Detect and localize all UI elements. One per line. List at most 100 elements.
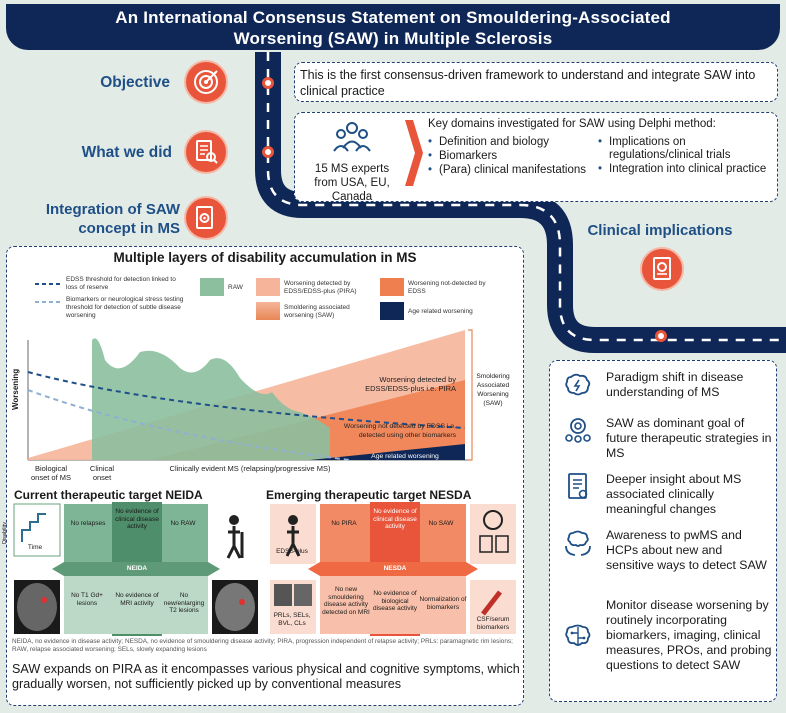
legend-swatch-saw	[256, 302, 280, 320]
biomarker-threshold-line	[27, 389, 351, 461]
header-banner: An International Consensus Statement on …	[6, 4, 780, 50]
neida-time-label: Time	[27, 544, 43, 551]
nesda-csf: CSF/serum biomarkers	[476, 616, 510, 631]
implication-text: SAW as dominant goal of future therapeut…	[606, 416, 772, 460]
chart-svg: Worsening	[11, 329, 473, 461]
x-label-bio-onset: Biological onset of MS	[30, 464, 72, 482]
brain-lightning-icon	[560, 370, 596, 400]
chart-title: Multiple layers of disability accumulati…	[113, 250, 417, 265]
disability-step-icon	[21, 513, 46, 542]
neida-no-mri: No evidence of MRI activity	[115, 592, 159, 607]
integration-label-line2: concept in MS	[78, 220, 180, 237]
annotation-saw-side: Smoldering Associated Worsening (SAW)	[476, 373, 510, 407]
neida-no-t2: No new/enlarging T2 lesions	[163, 592, 205, 614]
nesda-normalization: Normalization of biomarkers	[419, 596, 467, 611]
objective-text: This is the first consensus-driven frame…	[300, 68, 756, 98]
implication-text: Monitor disease worsening by routinely i…	[606, 598, 772, 672]
domain-item: Biomarkers	[428, 150, 588, 163]
domains-block: Key domains investigated for SAW using D…	[428, 118, 774, 177]
head-profile-icon	[483, 510, 503, 530]
implication-item: SAW as dominant goal of future therapeut…	[560, 416, 772, 461]
clinical-implications-label: Clinical implications	[587, 222, 733, 239]
road-node-implications	[655, 330, 667, 342]
legend-swatch-age	[380, 302, 404, 320]
experts-line2: from USA, EU,	[314, 177, 390, 189]
implications-box	[549, 360, 777, 702]
integration-label-line1: Integration of SAW	[45, 201, 180, 218]
domains-heading: Key domains investigated for SAW using D…	[428, 118, 716, 130]
nesda-no-saw: No SAW	[428, 520, 454, 527]
neida-center-label: NEIDA	[126, 565, 148, 572]
nesda-prls: PRLs, SELs, BVL, CLs	[273, 612, 311, 627]
implication-item: Monitor disease worsening by routinely i…	[560, 598, 772, 674]
document-gear-icon	[184, 196, 228, 240]
target-group-icon	[560, 416, 596, 446]
document-insight-icon	[560, 472, 596, 502]
legend-saw: Smoldering associated worsening (SAW)	[284, 304, 350, 319]
nesda-edss-plus: EDSS-plus	[276, 548, 308, 555]
neida-disability-label: Disability	[2, 522, 8, 545]
nesda-no-clinical: No evidence of clinical disease activity	[373, 508, 417, 530]
clinical-document-icon	[640, 247, 684, 291]
age-area	[310, 444, 465, 460]
nesda-no-pira: No PIRA	[331, 520, 357, 527]
legend-pira: Worsening detected by EDSS/EDSS-plus (PI…	[284, 280, 357, 295]
what-we-did-label: What we did	[81, 144, 172, 161]
implication-text: Paradigm shift in disease understanding …	[606, 370, 744, 399]
objective-box	[294, 62, 778, 102]
neida-grid	[12, 502, 260, 636]
neida-no-clinical: No evidence of clinical disease activity	[115, 508, 159, 530]
experts-line3: Canada	[331, 191, 373, 203]
domain-item: Integration into clinical practice	[598, 163, 774, 176]
legend-dashed-dark	[35, 283, 63, 303]
domain-item: (Para) clinical manifestations	[428, 164, 588, 177]
header-title-line2: Worsening (SAW) in Multiple Sclerosis	[233, 29, 553, 48]
tablet-icon	[479, 535, 493, 553]
annotation-age: Age related worsening	[371, 453, 439, 460]
legend-biomarkers-threshold: Biomarkers or neurological stress testin…	[66, 296, 184, 319]
x-label-clinical-onset: Clinical onset	[89, 464, 115, 482]
footnote: NEIDA, no evidence in disease activity; …	[12, 638, 513, 653]
objective-label: Objective	[100, 74, 170, 91]
document-search-icon	[184, 130, 228, 174]
legend-swatch-not-detected	[380, 278, 404, 296]
experts-line1: 15 MS experts	[314, 163, 390, 175]
legend-swatch-pira	[256, 278, 280, 296]
experts-block: 15 MS experts from USA, EU, Canada	[302, 120, 402, 204]
summary-text: SAW expands on PIRA as it encompasses va…	[12, 662, 520, 691]
annotation-not-detected: Worsening not detected by EDSS i.e. dete…	[343, 423, 456, 439]
saw-bracket	[468, 329, 473, 461]
implication-text: Awareness to pwMS and HCPs about new and…	[606, 528, 767, 572]
neida-no-t1: No T1 Gd+ lesions	[71, 592, 103, 607]
nesda-center-label: NESDA	[383, 565, 407, 572]
annotation-detected: Worsening detected by EDSS/EDSS-plus i.e…	[365, 375, 456, 393]
raw-area	[92, 338, 330, 460]
legend-not-detected: Worsening not-detected by EDSS	[408, 280, 486, 295]
neida-no-relapses: No relapses	[70, 520, 106, 527]
chevron-arrow-icon	[405, 120, 423, 186]
legend-age: Age related worsening	[408, 308, 473, 315]
implication-item: Deeper insight about MS associated clini…	[560, 472, 772, 517]
header-title-line1: An International Consensus Statement on …	[115, 8, 671, 27]
legend-edss-threshold: EDSS threshold for detection linked to l…	[66, 276, 176, 291]
person-walking-icon	[288, 515, 298, 525]
person-cane-icon	[229, 515, 239, 525]
edss-threshold-line	[27, 371, 466, 429]
implication-text: Deeper insight about MS associated clini…	[606, 472, 742, 516]
road-node-objective	[262, 77, 274, 89]
brain-circuit-icon	[560, 598, 596, 674]
implication-item: Paradigm shift in disease understanding …	[560, 370, 772, 400]
brain-hands-icon	[560, 528, 596, 558]
nesda-title: Emerging therapeutic target NESDA	[266, 488, 472, 502]
road-node-what-we-did	[262, 146, 274, 158]
integration-label: Integration of SAW concept in MS	[8, 200, 180, 238]
legend-swatch-raw	[200, 278, 224, 296]
x-label-evident: Clinically evident MS (relapsing/progres…	[169, 464, 331, 473]
neida-no-raw: No RAW	[170, 520, 196, 527]
nesda-grid	[268, 502, 518, 636]
target-icon	[184, 60, 228, 104]
nesda-no-biological: No evidence of biological disease activi…	[372, 590, 418, 612]
y-axis-label: Worsening	[11, 369, 20, 410]
nesda-no-smouldering: No new smouldering disease activity dete…	[322, 586, 370, 616]
